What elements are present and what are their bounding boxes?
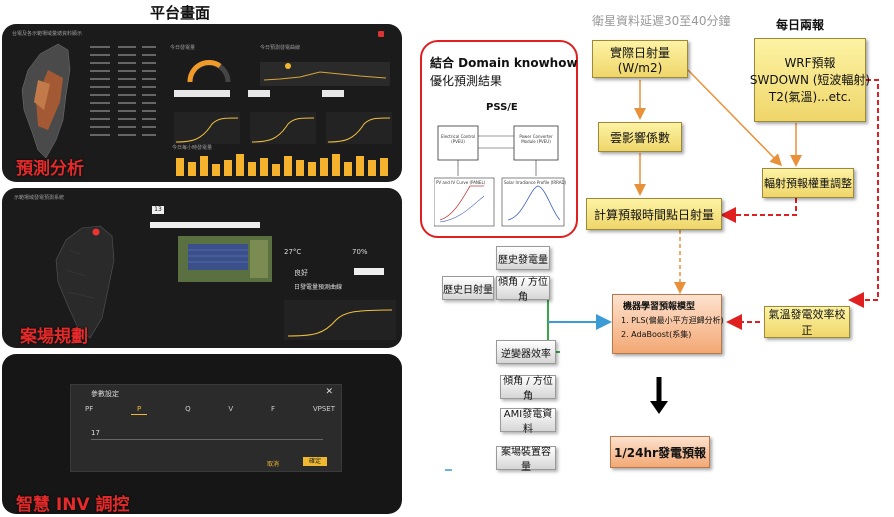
tab-pf[interactable]: PF: [85, 405, 94, 413]
tab-f[interactable]: F: [270, 405, 276, 413]
trend-chart: [260, 62, 390, 86]
parameter-dialog: 參數設定 ✕ PF P Q V F VPSET 17 取消 確定: [70, 384, 342, 472]
radiation-weight-box: 輻射預報權重調整: [762, 168, 854, 198]
chart-title: 日發電量預測曲線: [294, 284, 343, 291]
wrf-line3: T2(氣溫)...etc.: [768, 89, 852, 104]
input-inverter-efficiency: 逆變器效率: [496, 340, 556, 364]
dialog-title: 參數設定: [91, 390, 119, 398]
confirm-button[interactable]: 確定: [303, 457, 327, 466]
gauge-title: 今日發電量: [170, 45, 196, 51]
input-site-capacity: 案場裝置容量: [496, 446, 556, 473]
actual-irradiance-box: 實際日射量(W/m2): [592, 40, 688, 78]
arrow-wrf-to-temp: [848, 79, 879, 308]
day-chart-title: 今日每小時發電量: [172, 145, 213, 151]
tab-v[interactable]: V: [228, 405, 234, 413]
input-tilt-azimuth-bottom: 傾角 / 方位角: [500, 375, 556, 402]
input-tilt-azimuth-top: 傾角 / 方位角: [496, 276, 550, 303]
site-search-input[interactable]: [150, 222, 260, 228]
tab-vpset[interactable]: VPSET: [312, 405, 335, 413]
wrf-forecast-box: WRF預報 SWDOWN (短波輻射) T2(氣溫)...etc.: [750, 38, 870, 122]
model-label-converter: Power Converter Module (PVEU): [519, 134, 553, 144]
input-ami-data: AMI發電資料: [500, 408, 556, 435]
wrf-line2: SWDOWN (短波輻射): [749, 72, 871, 87]
tab-bar: PF P Q V F VPSET: [85, 405, 335, 415]
model-label-irrad: Solar Irradiance Profile (IRRAD): [504, 180, 567, 185]
weather-value: 良好: [294, 269, 308, 277]
ml-model-box: 機器學習預報模型 1. PLS(偏最小平方迴歸分析) 2. AdaBoost(系…: [612, 294, 724, 354]
input-history-generation: 歷史發電量: [496, 246, 550, 270]
cloud-factor-box: 雲影響係數: [598, 122, 682, 152]
domain-line2: 優化預測結果: [430, 74, 503, 88]
trend-title: 今日預測發電曲線: [260, 45, 301, 51]
satellite-delay-note: 衛星資料延遲30至40分鐘: [592, 14, 731, 28]
daily-forecast-chart: [284, 300, 396, 340]
forecast-output-box: 1/24hr發電預報: [610, 436, 710, 468]
panel2-header: 示範場域發電預測系統: [14, 195, 65, 201]
arrow-weight-to-time: [720, 198, 797, 223]
wrf-line1: WRF預報: [784, 55, 836, 70]
domain-line1: 結合 Domain knowhow: [430, 56, 578, 70]
arrow-ml-to-forecast-head: [650, 401, 668, 414]
date-select[interactable]: [354, 268, 384, 275]
daily-gauge: [187, 60, 231, 83]
label-smart-inv: 智慧 INV 調控: [16, 495, 130, 514]
panel1-header: 台電及各示範場域彙總資料顯示: [12, 31, 83, 37]
ml-model-item-pls: 1. PLS(偏最小平方迴歸分析): [621, 316, 724, 325]
hourly-bar-chart: [176, 154, 388, 176]
parameter-value-input[interactable]: 17: [91, 429, 100, 437]
panel-smart-inv: 參數設定 ✕ PF P Q V F VPSET 17 取消 確定 智慧 INV …: [2, 354, 402, 514]
temperature-value: 27°C: [284, 248, 302, 256]
mini-line-charts: [174, 90, 392, 144]
ml-model-item-adaboost: 2. AdaBoost(系集): [621, 330, 692, 339]
time-irradiance-box: 計算預報時間點日射量: [586, 198, 722, 230]
taiwan-map-outline: [55, 225, 115, 339]
humidity-value: 70%: [352, 248, 368, 256]
site-id[interactable]: 13: [152, 206, 164, 214]
temperature-efficiency-box: 氣溫發電效率校正: [764, 306, 850, 338]
panel-forecast-analysis: 台電及各示範場域彙總資料顯示 今日發電量: [2, 24, 402, 182]
input-underline: [91, 439, 323, 440]
model-label-electrical: Electrical Control (PVEU): [440, 134, 476, 144]
tab-q[interactable]: Q: [185, 405, 191, 413]
close-icon[interactable]: [378, 31, 384, 37]
input-history-irradiance: 歷史日射量: [442, 276, 494, 300]
platform-title: 平台畫面: [150, 4, 211, 22]
site-satellite-photo: [178, 236, 272, 282]
model-label-pv: PV and IV Curve (PANEL): [436, 180, 486, 185]
model-title: PSS/E: [486, 102, 518, 113]
domain-knowhow-box: 結合 Domain knowhow 優化預測結果 PSS/E Electrica…: [420, 40, 578, 238]
label-forecast-analysis: 預測分析: [16, 159, 84, 179]
ml-model-title: 機器學習預報模型: [623, 302, 696, 312]
close-icon[interactable]: ✕: [325, 387, 333, 397]
pss-e-block-diagram: [434, 125, 565, 227]
panel-site-planning: 示範場域發電預測系統 13 27°C 70% 良好 日發電量預測曲線 案場規劃: [2, 188, 402, 348]
taiwan-map: [21, 43, 71, 159]
tab-p[interactable]: P: [131, 405, 148, 415]
arrow-actual-to-weight: [687, 69, 783, 167]
daily-label: 每日兩報: [776, 18, 825, 32]
label-site-planning: 案場規劃: [20, 327, 88, 347]
station-table: [90, 42, 160, 157]
cancel-button[interactable]: 取消: [267, 461, 280, 468]
